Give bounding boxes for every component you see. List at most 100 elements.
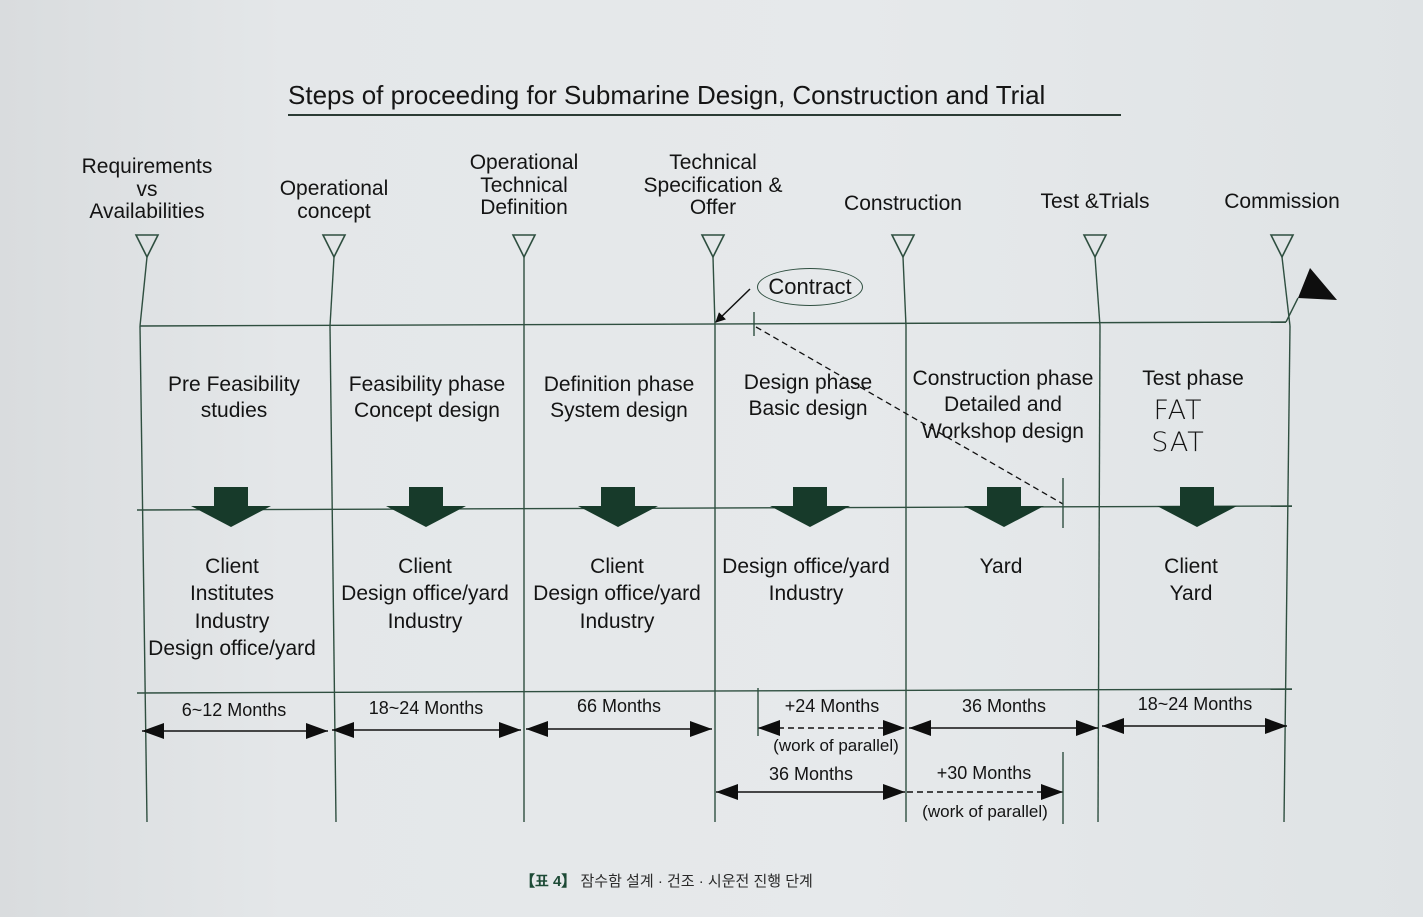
triangle-down-marker-icon — [134, 234, 160, 259]
flow-down-arrow-icon — [770, 487, 850, 527]
milestone-label-line: Commission — [1224, 190, 1340, 213]
actor-label-line: Client — [398, 555, 452, 578]
duration-label: 6~12 Months — [181, 700, 287, 720]
handwritten-test-codes-line: FAT — [1153, 395, 1203, 426]
milestone-label-line: Specification & — [643, 173, 783, 197]
actor-label-line: Yard — [979, 555, 1023, 578]
phase-label-line: Definition phase — [543, 373, 695, 396]
phase-label-line: Construction phase — [912, 367, 1094, 390]
contract-label: Contract — [757, 268, 863, 306]
milestone-stem — [329, 256, 335, 327]
flow-down-arrow-icon — [964, 487, 1044, 527]
flow-down-arrow-icon — [578, 487, 658, 527]
milestone-label-line: Requirements — [81, 155, 213, 178]
arrow-left-head-icon — [716, 784, 738, 800]
flow-down-arrow-icon — [191, 487, 271, 527]
milestone-stem — [902, 256, 907, 327]
duration-label-line: 18~24 Months — [1137, 694, 1253, 714]
figure-caption: 【표 4】 잠수함 설계 · 건조 · 시운전 진행 단계 — [520, 870, 813, 891]
milestone-label-line: Availabilities — [89, 200, 205, 224]
triangle-down-marker-icon — [321, 234, 347, 259]
duration-label: 18~24 Months — [369, 698, 484, 718]
milestone-stem — [1094, 256, 1101, 327]
milestone-label-line: vs — [136, 177, 158, 201]
actor-label-line: Client — [1164, 555, 1218, 578]
actor-label-line: Client — [205, 555, 259, 578]
milestone-label-line: Definition — [480, 196, 568, 220]
actor-label-line: Industry — [579, 609, 655, 633]
column-divider — [1283, 325, 1291, 823]
duration-label-line: 66 Months — [576, 696, 662, 716]
arrow-right-head-icon — [306, 723, 328, 739]
milestone-label-line: Operational — [469, 151, 579, 174]
triangle-down-marker-icon — [511, 234, 537, 259]
milestone-label-line: Offer — [689, 196, 737, 220]
duration-label-line: +30 Months — [936, 763, 1032, 783]
duration-label-line: 36 Months — [768, 764, 854, 784]
duration-label: 18~24 Months — [1137, 694, 1253, 714]
phase-label-line: Basic design — [748, 397, 868, 421]
actor-label-line: Design office/yard — [722, 555, 890, 578]
milestone-stem — [1281, 256, 1291, 327]
arrow-right-head-icon — [1265, 718, 1287, 734]
duration-label: +30 Months — [936, 763, 1032, 783]
duration-label: 36 Months — [768, 764, 854, 784]
arrow-left-head-icon — [909, 720, 931, 736]
arrow-left-head-icon — [526, 721, 548, 737]
milestone-label: Test &Trials — [1040, 190, 1150, 214]
actor-label: Yard — [980, 553, 1023, 580]
actor-label-line: Industry — [768, 582, 844, 606]
milestone-label: Construction — [844, 192, 962, 216]
milestone-label-line: Test &Trials — [1040, 190, 1150, 213]
milestone-label-line: concept — [297, 199, 371, 223]
actor-label-line: Industry — [387, 609, 463, 633]
phase-label-line: System design — [550, 399, 688, 423]
actor-label-line: Institutes — [189, 582, 275, 606]
caption-text: 잠수함 설계 · 건조 · 시운전 진행 단계 — [580, 873, 813, 890]
contract-pointer-arrow — [715, 288, 751, 323]
phase-label-line: studies — [200, 399, 268, 423]
phase-label-line: Design phase — [743, 371, 873, 394]
diagram-title: Steps of proceeding for Submarine Design… — [288, 80, 1046, 110]
duration-label: 36 Months — [961, 696, 1047, 716]
duration-label-line: 6~12 Months — [181, 700, 287, 720]
arrow-left-head-icon — [332, 722, 354, 738]
phase-label-line: Detailed and — [944, 393, 1062, 417]
arrow-right-head-icon — [883, 720, 905, 736]
column-divider — [1097, 325, 1101, 823]
phase-actor-divider — [136, 505, 1293, 511]
actor-label-line: Design office/yard — [148, 636, 316, 660]
parallel-work-note-line: (work of parallel) — [922, 802, 1048, 821]
triangle-down-marker-icon — [700, 234, 726, 259]
arrow-right-head-icon — [1041, 784, 1063, 800]
actor-label-line: Yard — [1169, 582, 1213, 606]
actor-label-line: Design office/yard — [533, 582, 701, 606]
triangle-down-marker-icon — [1269, 234, 1295, 259]
caption-tag: 【표 4】 — [520, 873, 577, 890]
actor-label-line: Industry — [194, 609, 270, 633]
duration-label: 66 Months — [576, 696, 662, 716]
milestone-stem — [139, 256, 148, 327]
arrow-left-head-icon — [758, 720, 780, 736]
title-underline — [288, 114, 1121, 116]
parallel-work-note: (work of parallel) — [922, 802, 1048, 821]
phase-label: Test phase — [1142, 366, 1244, 392]
arrow-left-head-icon — [1102, 718, 1124, 734]
duration-label-line: 36 Months — [961, 696, 1047, 716]
finish-flag-icon — [1298, 268, 1337, 300]
milestone-stem — [712, 256, 716, 327]
